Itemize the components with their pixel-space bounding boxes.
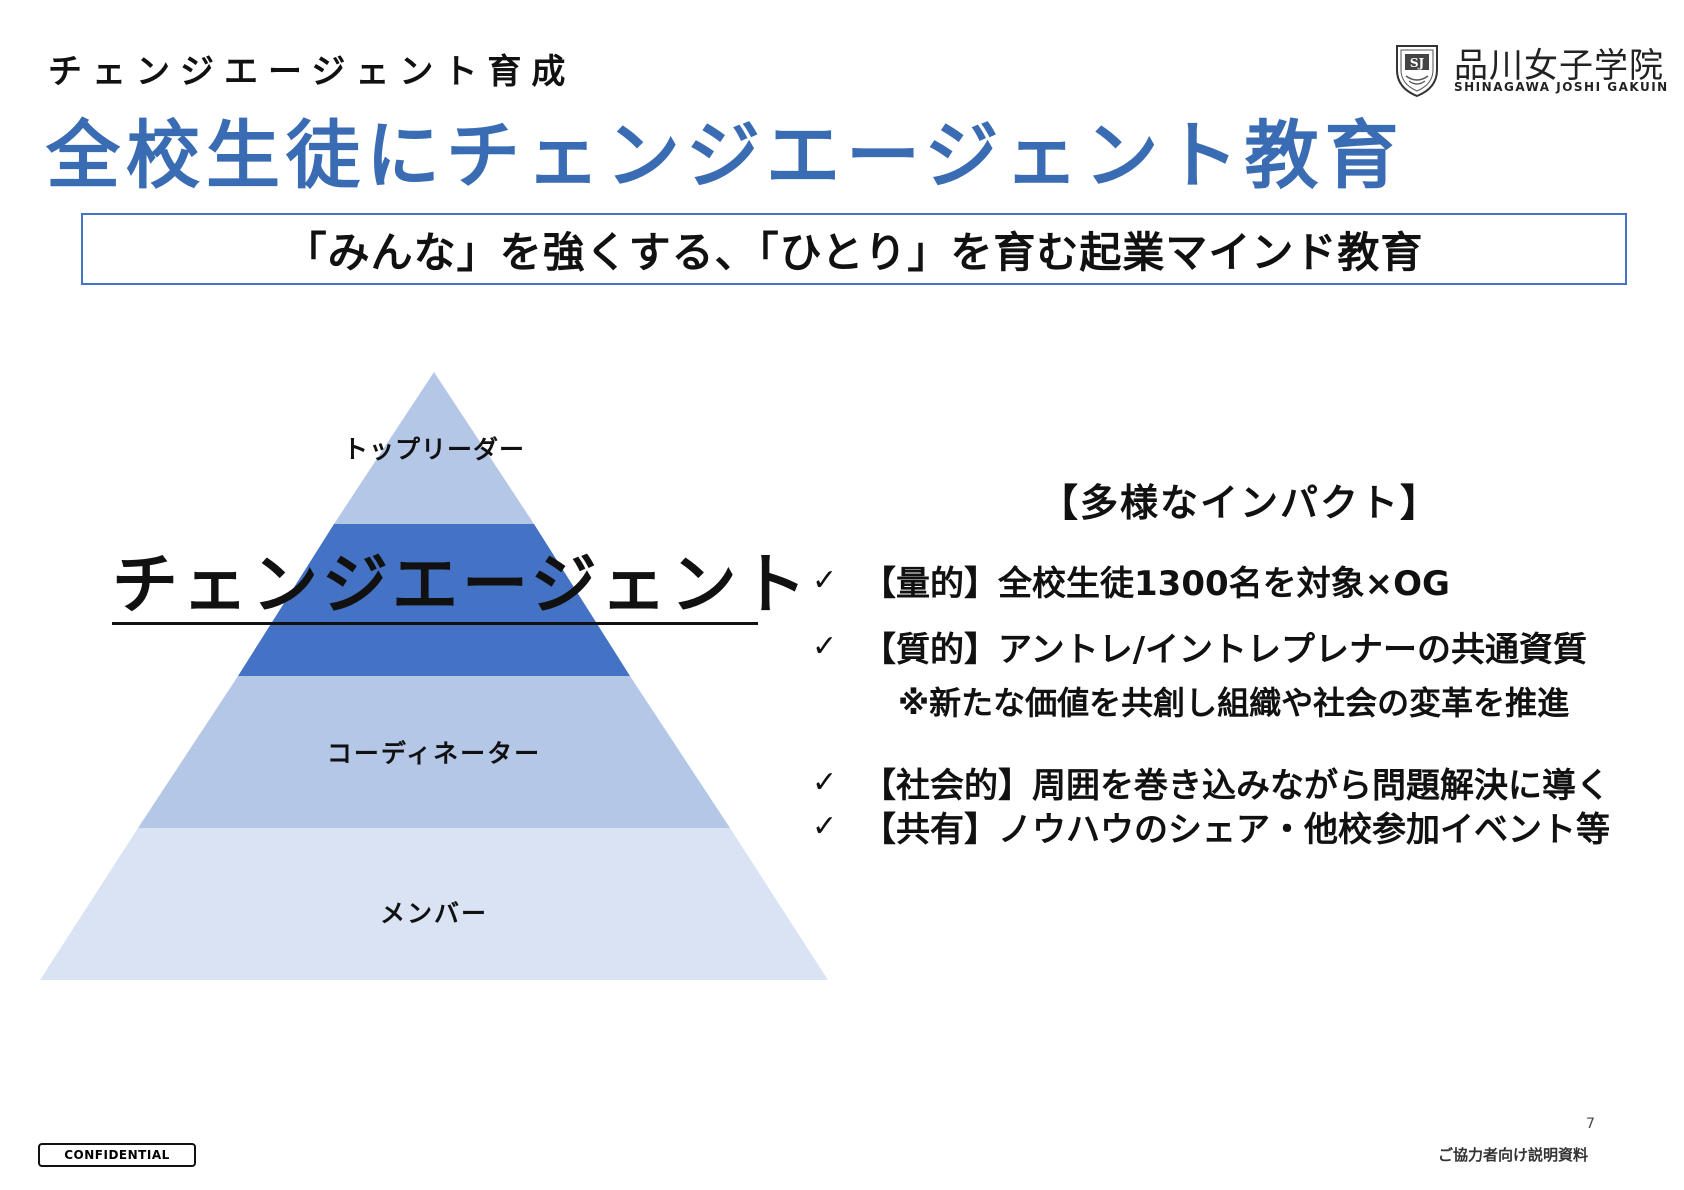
impact-heading: 【多様なインパクト】 [1040, 481, 1441, 525]
check-icon: ✓ [812, 563, 838, 598]
section-kicker: チェンジエージェント育成 [48, 52, 576, 92]
slogan-box: 「みんな」を強くする、「ひとり」を育む起業マインド教育 [81, 213, 1627, 285]
pyramid-tier-change-agent [238, 524, 630, 676]
pyramid-tier-member [40, 828, 828, 980]
impact-item-text: 【社会的】周囲を巻き込みながら問題解決に導く [862, 766, 1610, 806]
impact-item-qualitative: ✓ 【質的】アントレ/イントレプレナーの共通資質 [812, 622, 1587, 671]
footer-note: ご協力者向け説明資料 [1438, 1146, 1589, 1164]
school-name: 品川女子学院 [1454, 46, 1664, 86]
check-icon: ✓ [812, 765, 838, 800]
pyramid-tier-coordinator [138, 676, 730, 828]
slogan-text: 「みんな」を強くする、「ひとり」を育む起業マインド教育 [284, 227, 1424, 277]
pyramid-diagram [40, 372, 828, 980]
check-icon: ✓ [812, 809, 838, 844]
crest-lettering: SJ [1410, 56, 1425, 70]
check-icon: ✓ [812, 629, 838, 664]
impact-item-text: 【共有】ノウハウのシェア・他校参加イベント等 [862, 810, 1610, 850]
pyramid-label-coordinator: コーディネーター [326, 739, 542, 768]
pyramid-label-top-leader: トップリーダー [342, 435, 525, 464]
pyramid-label-change-agent: チェンジエージェント [112, 546, 811, 625]
impact-item-quantitative: ✓ 【量的】全校生徒1300名を対象×OG [812, 556, 1450, 605]
school-name-roman: SHINAGAWA JOSHI GAKUIN [1454, 80, 1669, 94]
confidential-badge: CONFIDENTIAL [38, 1143, 196, 1167]
school-logo: SJ 品川女子学院 SHINAGAWA JOSHI GAKUIN [1392, 38, 1667, 100]
school-crest-icon: SJ [1396, 45, 1438, 98]
page-number: 7 [1586, 1116, 1595, 1132]
pyramid-label-member: メンバー [379, 899, 488, 928]
impact-item-text: 【量的】全校生徒1300名を対象×OG [862, 564, 1450, 604]
impact-item-social: ✓ 【社会的】周囲を巻き込みながら問題解決に導く [812, 758, 1610, 807]
page-title: 全校生徒にチェンジエージェント教育 [46, 113, 1405, 199]
pyramid-tier-top-leader [334, 372, 534, 524]
impact-item-note: ※新たな価値を共創し組織や社会の変革を推進 [898, 684, 1570, 722]
impact-item-sharing: ✓ 【共有】ノウハウのシェア・他校参加イベント等 [812, 802, 1610, 851]
impact-item-text: 【質的】アントレ/イントレプレナーの共通資質 [862, 630, 1588, 670]
